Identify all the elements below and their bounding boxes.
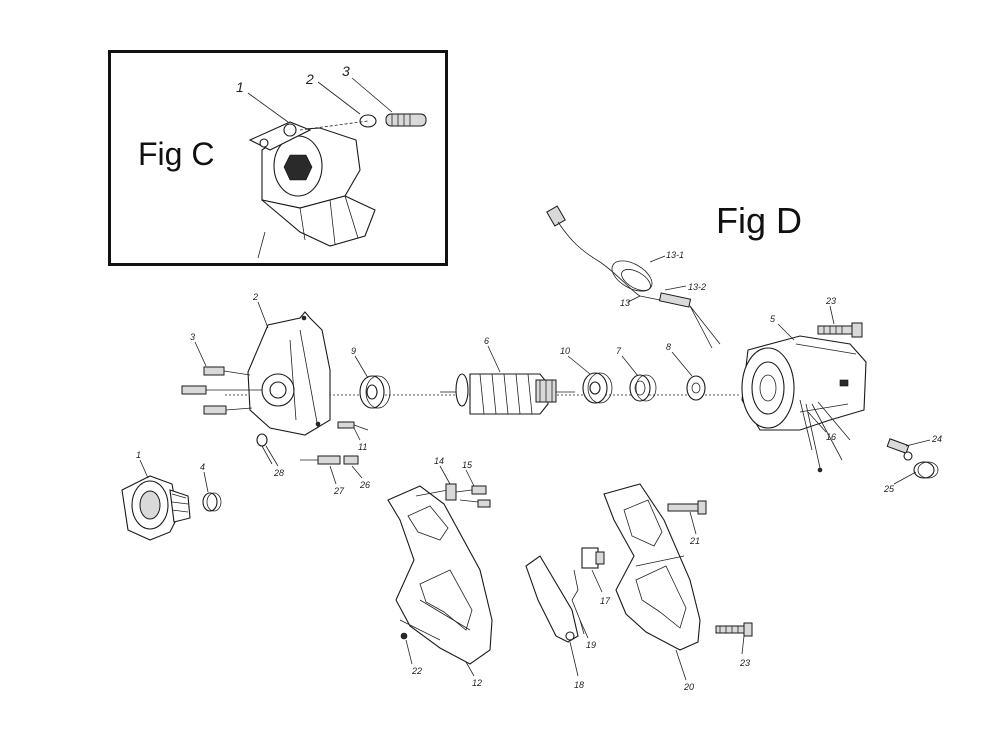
part-label-13: 13 [620,298,630,308]
ring-7 [629,374,657,402]
fig-c-part-1: 1 [236,79,244,95]
part-1-gear-housing [121,475,191,541]
fig-c-label: Fig C [138,136,215,172]
fig-c-assembly: 1 2 3 [236,63,427,259]
part-label-13-2: 13-2 [688,282,706,292]
housing-5 [741,335,867,473]
part-label-6: 6 [484,336,489,346]
screw-23-top [817,322,863,338]
part-label-26: 26 [359,480,370,490]
part-label-28: 28 [273,468,284,478]
bearing-9 [359,375,391,409]
part-label-2: 2 [252,292,258,302]
part-24-brush [886,438,913,461]
part-label-3: 3 [190,332,195,342]
power-cord [546,205,721,349]
part-label-27: 27 [333,486,345,496]
part-label-13-1: 13-1 [666,250,684,260]
part-label-5: 5 [770,314,776,324]
part-label-25: 25 [883,484,895,494]
bearing-10 [582,372,613,404]
armature-6 [440,373,575,415]
washer-8 [686,375,706,401]
part-label-22: 22 [411,666,422,676]
screws-3 [181,366,262,415]
part-label-8: 8 [666,342,671,352]
part-2-end-bracket [247,311,331,436]
part-label-17: 17 [600,596,611,606]
fig-c-part-3: 3 [342,63,350,79]
part-18-lever [525,555,579,643]
part-label-10: 10 [560,346,570,356]
parts-14-15-hardware [415,483,491,508]
fig-c-inset-frame [108,50,448,266]
part-label-23-bottom: 23 [739,658,750,668]
part-label-24: 24 [931,434,942,444]
part-label-18: 18 [574,680,584,690]
part-label-15: 15 [462,460,473,470]
part-12-left-blade-guard [387,485,493,665]
part-label-21: 21 [689,536,700,546]
part-25-cap [913,461,939,479]
fig-c-part-2: 2 [305,71,314,87]
leader-lines [139,301,931,681]
part-4-bushing [202,492,222,512]
part-19-spring [571,569,585,635]
part-label-23-top: 23 [825,296,836,306]
part-number-labels: 1 4 2 3 9 6 10 7 8 5 23 16 11 26 27 28 1… [136,250,942,692]
part-label-11: 11 [358,442,367,452]
part-label-12: 12 [472,678,482,688]
part-label-9: 9 [351,346,356,356]
part-20-right-blade-guard [603,483,701,651]
part-label-4: 4 [200,462,205,472]
screw-23-bottom [715,622,753,637]
fig-d-label: Fig D [716,200,803,241]
screw-21 [667,500,707,515]
part-label-14: 14 [434,456,444,466]
part-label-7: 7 [616,346,622,356]
small-parts-11-26-27-28 [256,421,369,465]
part-label-16: 16 [826,432,836,442]
part-17-switch [581,547,605,569]
part-label-19: 19 [586,640,596,650]
part-label-20: 20 [683,682,694,692]
part-label-1: 1 [136,450,141,460]
